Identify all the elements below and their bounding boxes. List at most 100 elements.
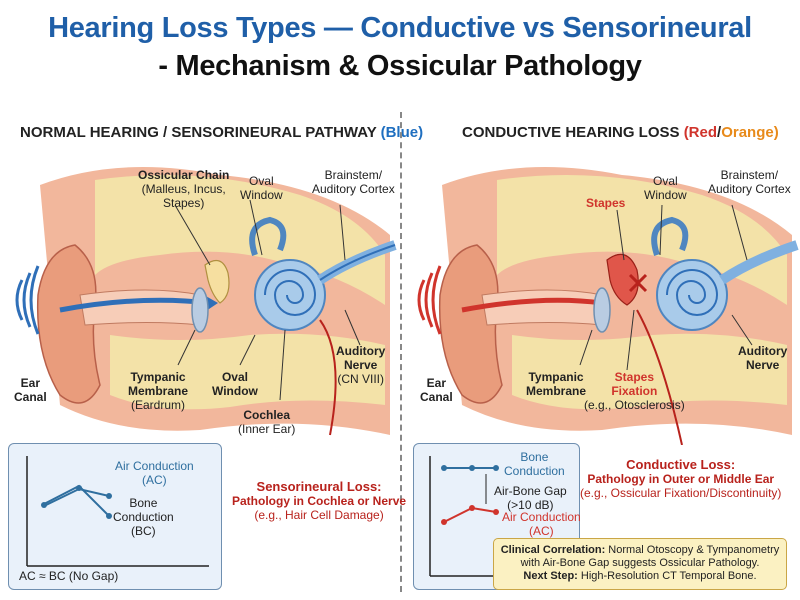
note-line1: Clinical Correlation: Normal Otoscopy & … bbox=[494, 544, 786, 557]
right-heading-tag-sep: / bbox=[717, 124, 722, 141]
fixation-line2: Fixation bbox=[611, 384, 658, 398]
brainstem-left-line1: Brainstem/ bbox=[324, 168, 383, 182]
temporal-bone-right bbox=[497, 175, 787, 305]
tympanic-right-line1: Tympanic bbox=[528, 370, 584, 384]
nerve-signal-line bbox=[319, 244, 396, 281]
left-bone-label-line2: Conduction bbox=[113, 510, 174, 524]
blocked-pathway-arrow bbox=[461, 297, 603, 313]
oval-window-right-line2: Window bbox=[644, 188, 687, 202]
tympanic-left-line2: Membrane bbox=[128, 384, 189, 398]
ear-canal-left-line2: Canal bbox=[14, 390, 47, 404]
left-audiogram-panel: Air Conduction (AC) Bone Conduction (BC)… bbox=[8, 443, 222, 590]
note-bold2: Next Step: bbox=[523, 570, 578, 582]
oval-window-bottom-line1: Oval bbox=[221, 370, 248, 384]
sensorineural-title: Sensorineural Loss: bbox=[256, 479, 382, 494]
sensorineural-line1: Pathology in Cochlea or Nerve bbox=[232, 494, 407, 508]
ear-canal-label-right: Ear Canal bbox=[420, 376, 453, 404]
right-bc-point-1 bbox=[441, 465, 447, 471]
left-ear-illustration bbox=[15, 167, 397, 436]
right-bc-point-2 bbox=[469, 465, 475, 471]
left-section-heading: NORMAL HEARING / SENSORINEURAL PATHWAY (… bbox=[20, 124, 423, 141]
ear-canal bbox=[79, 289, 201, 326]
brainstem-label-left: Brainstem/ Auditory Cortex bbox=[312, 168, 395, 196]
cochlea-line2: (Inner Ear) bbox=[238, 422, 296, 436]
page-title: Hearing Loss Types — Conductive vs Senso… bbox=[48, 12, 752, 44]
auditory-nerve-left-line1: Auditory bbox=[336, 344, 386, 358]
conductive-label: Conductive Loss: Pathology in Outer or M… bbox=[580, 457, 782, 501]
speaker-sound-waves-right-icon bbox=[417, 265, 442, 335]
brainstem-right-line1: Brainstem/ bbox=[720, 168, 779, 182]
note-line2: with Air-Bone Gap suggests Ossicular Pat… bbox=[520, 557, 760, 569]
temporal-bone bbox=[95, 175, 385, 305]
left-heading-text: NORMAL HEARING / SENSORINEURAL PATHWAY bbox=[20, 124, 377, 141]
left-point-3 bbox=[106, 493, 112, 499]
left-audiogram-plot bbox=[26, 456, 209, 567]
left-bone-label: Bone Conduction (BC) bbox=[113, 496, 174, 538]
note-bold1: Clinical Correlation: bbox=[500, 544, 606, 556]
air-bone-gap-label: Air-Bone Gap (>10 dB) bbox=[494, 484, 567, 512]
oval-window-right-label: Oval Window bbox=[644, 174, 687, 202]
ear-canal-right-line2: Canal bbox=[420, 390, 453, 404]
right-bone-label-line2: Conduction bbox=[504, 464, 565, 478]
right-ac-point-2 bbox=[469, 505, 475, 511]
tympanic-membrane-right bbox=[593, 287, 611, 333]
oval-window-bottom-label: Oval Window bbox=[212, 370, 258, 398]
oval-window-bottom-line2: Window bbox=[212, 384, 258, 398]
right-bone-label-line1: Bone bbox=[520, 450, 549, 464]
right-ac-point-1 bbox=[441, 519, 447, 525]
tympanic-membrane bbox=[191, 287, 209, 333]
right-ear-illustration bbox=[417, 167, 799, 445]
left-point-2 bbox=[76, 485, 82, 491]
note-line3: Next Step: High-Resolution CT Temporal B… bbox=[494, 570, 786, 583]
auditory-nerve-left-line2: Nerve bbox=[343, 358, 378, 372]
lower-bone-right bbox=[512, 333, 787, 410]
right-heading-text: CONDUCTIVE HEARING LOSS bbox=[462, 124, 680, 141]
right-section-heading: CONDUCTIVE HEARING LOSS (Red/Orange) bbox=[462, 124, 779, 141]
tympanic-left-line1: Tympanic bbox=[130, 370, 186, 384]
oval-window-top-line2: Window bbox=[240, 188, 283, 202]
section-divider bbox=[400, 112, 402, 592]
right-heading-tag-red: (Red bbox=[683, 124, 718, 141]
cochlea-line1: Cochlea bbox=[243, 408, 291, 422]
ossicular-chain-label: Ossicular Chain (Malleus, Incus, Stapes) bbox=[138, 168, 229, 210]
ossicular-chain bbox=[204, 259, 230, 304]
fixation-x-icon bbox=[628, 273, 648, 293]
ear-canal-left-line1: Ear bbox=[20, 376, 41, 390]
air-bone-gap-line2: (>10 dB) bbox=[507, 498, 554, 512]
left-bone-label-line3: (BC) bbox=[131, 524, 156, 538]
fixated-ossicles bbox=[606, 253, 639, 306]
leader-lines-right bbox=[579, 204, 753, 371]
tympanic-right-line2: Membrane bbox=[526, 384, 587, 398]
sensorineural-label: Sensorineural Loss: Pathology in Cochlea… bbox=[232, 479, 407, 523]
ear-canal-right-line1: Ear bbox=[426, 376, 447, 390]
ossicular-chain-sub1: (Malleus, Incus, bbox=[141, 182, 226, 196]
right-air-label-line1: Air Conduction bbox=[502, 510, 581, 524]
clinical-correlation-note: Clinical Correlation: Normal Otoscopy & … bbox=[493, 538, 787, 590]
auditory-nerve-right bbox=[719, 240, 799, 285]
speaker-sound-waves-icon bbox=[15, 265, 40, 335]
conductive-line2: (e.g., Ossicular Fixation/Discontinuity) bbox=[580, 486, 782, 500]
brainstem-label-right: Brainstem/ Auditory Cortex bbox=[708, 168, 791, 196]
air-bone-gap-line1: Air-Bone Gap bbox=[494, 484, 567, 498]
sensorineural-line2: (e.g., Hair Cell Damage) bbox=[254, 508, 384, 522]
right-ac-point-3 bbox=[493, 509, 499, 515]
ear-canal-label-left: Ear Canal bbox=[14, 376, 47, 404]
left-air-label: Air Conduction (AC) bbox=[115, 459, 194, 487]
left-point-1 bbox=[41, 502, 47, 508]
oval-window-right-line1: Oval bbox=[653, 174, 678, 188]
brainstem-left-line2: Auditory Cortex bbox=[312, 182, 395, 196]
auditory-nerve-left-line3: (CN VIII) bbox=[337, 372, 384, 386]
tympanic-left-line3: (Eardrum) bbox=[131, 398, 186, 412]
brainstem-right-line2: Auditory Cortex bbox=[708, 182, 791, 196]
lower-bone bbox=[110, 333, 385, 410]
fixation-label: Stapes Fixation (e.g., Otosclerosis) bbox=[584, 370, 685, 412]
ear-canal-right bbox=[481, 289, 603, 326]
sensorineural-pointer bbox=[319, 319, 337, 436]
cochlea-icon bbox=[249, 216, 326, 331]
right-heading-tag-orange: Orange) bbox=[721, 124, 779, 141]
left-air-label-line1: Air Conduction bbox=[115, 459, 194, 473]
fixation-line3: (e.g., Otosclerosis) bbox=[584, 398, 685, 412]
conductive-title: Conductive Loss: bbox=[626, 457, 736, 472]
note-text3: High-Resolution CT Temporal Bone. bbox=[577, 570, 757, 582]
leader-lines bbox=[174, 199, 361, 401]
